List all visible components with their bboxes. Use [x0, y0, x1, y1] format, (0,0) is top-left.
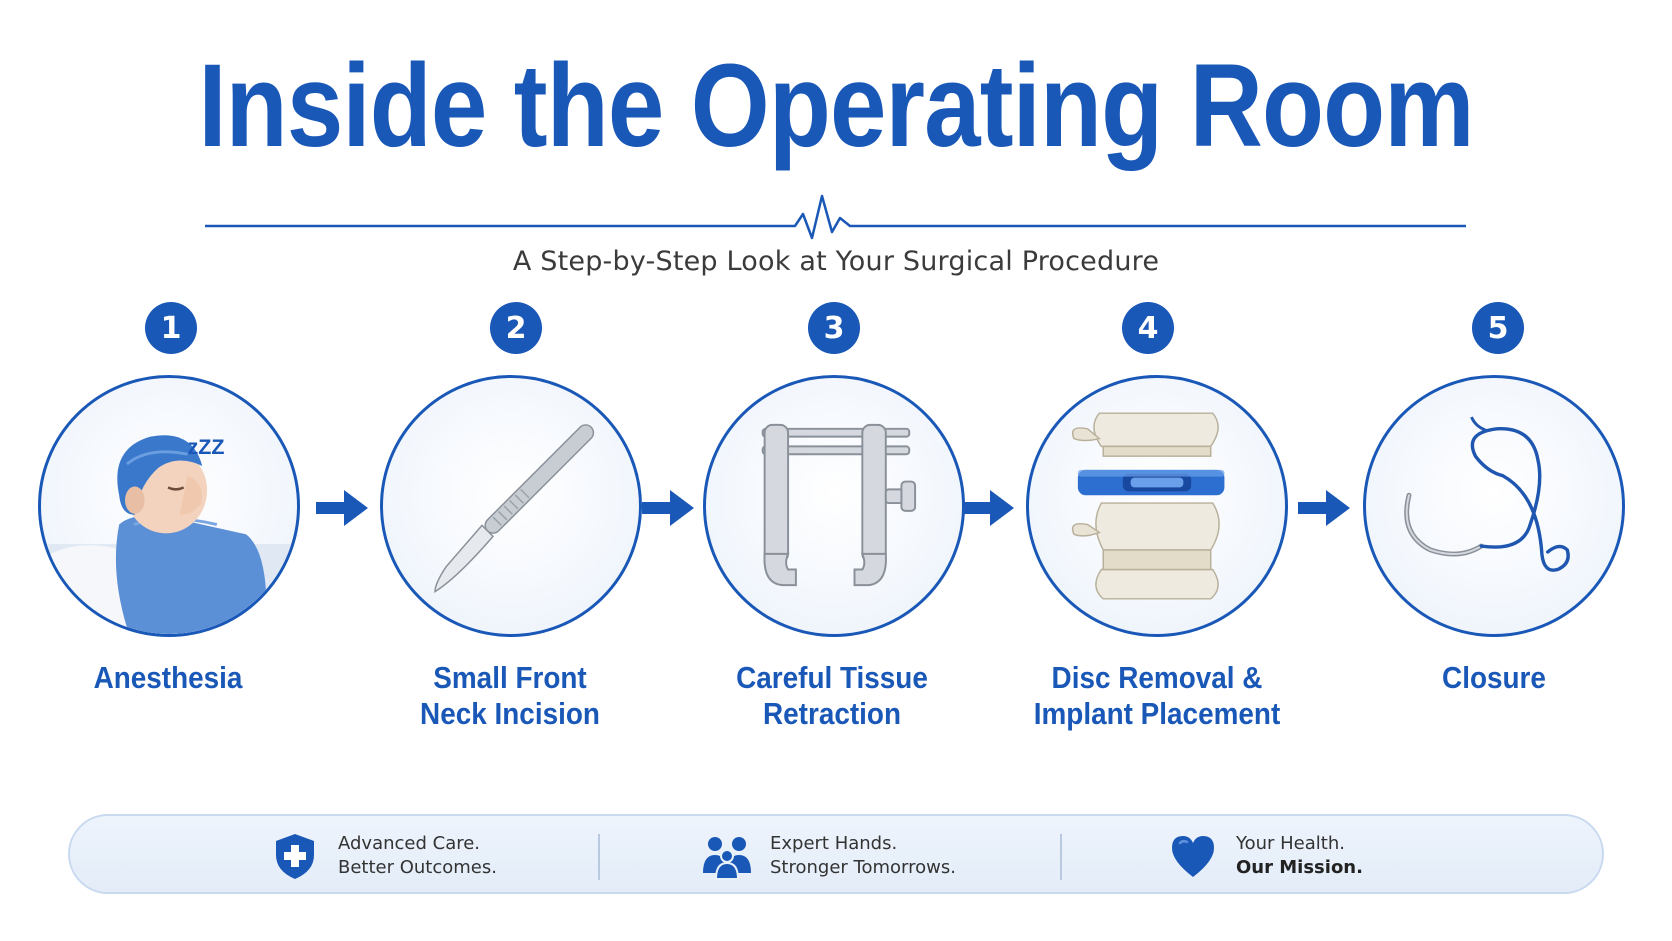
step-2-label: Small Front Neck Incision	[366, 660, 654, 732]
step-3-circle	[703, 375, 965, 637]
shield-cross-icon	[276, 834, 314, 879]
step-label-line: Anesthesia	[93, 660, 243, 695]
step-number-badge: 1	[145, 302, 197, 354]
footer-divider	[1060, 834, 1062, 880]
step-1-label: Anesthesia	[24, 660, 312, 696]
footer-text-line: Expert Hands.	[770, 833, 898, 854]
sleep-z-icon: zZZ	[188, 435, 225, 459]
step-number-badge: 3	[808, 302, 860, 354]
step-2-circle	[380, 375, 642, 637]
footer-divider	[598, 834, 600, 880]
suture-needle-icon	[1404, 416, 1570, 572]
step-5-circle	[1363, 375, 1625, 637]
step-label-line: Implant Placement	[1033, 696, 1281, 731]
step-number-badge: 5	[1472, 302, 1524, 354]
heart-icon	[1172, 836, 1214, 877]
footer-item-hands: Expert Hands. Stronger Tomorrows.	[702, 816, 956, 896]
page-title: Inside the Operating Room	[198, 40, 1474, 172]
step-label-line: Small Front	[433, 660, 587, 695]
step-number-badge: 2	[490, 302, 542, 354]
step-5-label: Closure	[1350, 660, 1638, 696]
footer-text-line: Stronger Tomorrows.	[770, 857, 956, 878]
footer-item-mission: Your Health. Our Mission.	[1168, 816, 1363, 896]
sleeping-patient-icon: zZZ	[41, 435, 297, 634]
page-subtitle: A Step-by-Step Look at Your Surgical Pro…	[512, 246, 1160, 277]
step-label-line: Neck Incision	[420, 696, 600, 731]
step-label-line: Closure	[1442, 660, 1546, 695]
arrow-right-icon	[962, 490, 1014, 526]
footer-text-line: Better Outcomes.	[338, 857, 497, 878]
arrow-right-icon	[316, 490, 368, 526]
step-3-label: Careful Tissue Retraction	[688, 660, 976, 732]
scalpel-icon	[434, 424, 595, 593]
footer-text-line: Our Mission.	[1236, 857, 1363, 878]
step-4-label: Disc Removal & Implant Placement	[1013, 660, 1301, 732]
step-label-line: Retraction	[763, 696, 901, 731]
step-label-line: Disc Removal &	[1051, 660, 1263, 695]
footer-text-line: Your Health.	[1236, 833, 1345, 854]
spine-implant-icon	[1071, 412, 1225, 600]
footer-item-care: Advanced Care. Better Outcomes.	[270, 816, 497, 896]
team-icon	[703, 837, 751, 880]
arrow-right-icon	[642, 490, 694, 526]
heartbeat-divider	[205, 194, 1466, 240]
step-4-circle	[1026, 375, 1288, 637]
footer-text-line: Advanced Care.	[338, 833, 481, 854]
step-number-badge: 4	[1122, 302, 1174, 354]
step-1-circle: zZZ	[38, 375, 300, 637]
step-label-line: Careful Tissue	[736, 660, 928, 695]
footer-banner: Advanced Care. Better Outcomes. Expert H…	[68, 814, 1604, 894]
retractor-icon	[761, 423, 917, 587]
arrow-right-icon	[1298, 490, 1350, 526]
